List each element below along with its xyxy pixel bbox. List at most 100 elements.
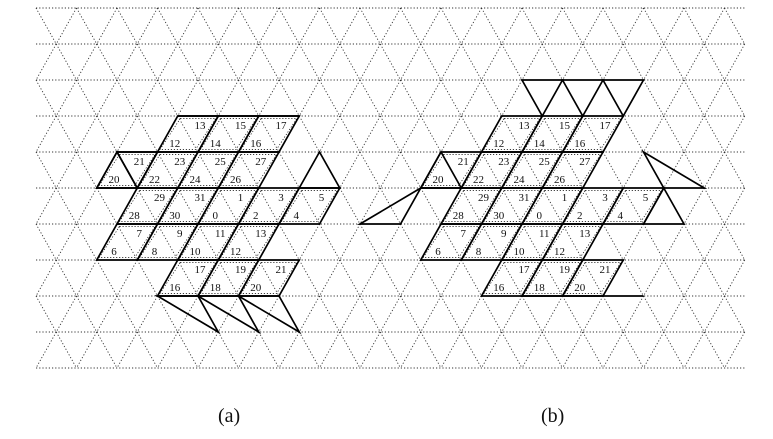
grid-diagonal-line <box>157 295 179 333</box>
grid-diagonal-line <box>379 79 401 117</box>
rhombus-cell: 10 <box>520 187 585 225</box>
grid-diagonal-line <box>35 223 57 261</box>
grid-diagonal-line <box>359 295 381 333</box>
cell-label-right: 27 <box>255 156 267 168</box>
cell-label-left: 12 <box>169 138 180 150</box>
rhombus-cell: 10 <box>196 187 261 225</box>
rhombus-inner-dotted <box>199 262 257 294</box>
grid-diagonal-line <box>683 43 705 81</box>
rhombus-inner-dotted <box>422 154 480 186</box>
grid-diagonal-line <box>379 151 401 189</box>
grid-diagonal-line <box>157 151 179 189</box>
cell-label-left: 10 <box>190 246 202 258</box>
grid-diagonal-line <box>602 151 624 189</box>
cell-label-right: 11 <box>215 228 226 240</box>
grid-diagonal-line <box>541 259 563 297</box>
grid-diagonal-line <box>238 43 260 81</box>
grid-diagonal-line <box>379 331 401 369</box>
grid-diagonal-line <box>197 7 219 45</box>
grid-diagonal-line <box>319 223 341 261</box>
grid-diagonal-line <box>136 295 158 333</box>
grid-diagonal-line <box>238 223 260 261</box>
rhombus-outline <box>277 187 342 225</box>
rhombus-inner-dotted <box>179 226 237 258</box>
rhombus-inner-dotted <box>98 226 156 258</box>
grid-diagonal-line <box>440 115 462 153</box>
grid-diagonal-line <box>339 331 361 369</box>
grid-diagonal-line <box>541 115 563 153</box>
grid-diagonal-line <box>197 43 219 81</box>
grid-diagonal-line <box>258 295 280 333</box>
cell-label-right: 1 <box>238 192 244 204</box>
grid-diagonal-line <box>501 259 523 297</box>
grid-diagonal-line <box>217 43 239 81</box>
grid-diagonal-line <box>55 223 77 261</box>
grid-diagonal-line <box>663 79 685 117</box>
grid-diagonal-line <box>663 7 685 45</box>
cell-label-left: 16 <box>574 138 586 150</box>
grid-diagonal-line <box>278 7 300 45</box>
rhombus-inner-dotted <box>564 118 622 150</box>
caption-b: (b) <box>541 405 565 427</box>
grid-diagonal-line <box>703 223 725 261</box>
rhombus-outline <box>237 187 301 225</box>
cell-label-left: 18 <box>534 282 546 294</box>
cell-label-left: 28 <box>453 210 465 222</box>
grid-diagonal-line <box>703 151 725 189</box>
grid-diagonal-line <box>157 223 179 261</box>
grid-diagonal-line <box>339 43 361 81</box>
grid-diagonal-line <box>359 331 381 369</box>
outline-triangle <box>601 79 645 118</box>
outline-triangle <box>194 295 262 335</box>
rhombus-inner-dotted <box>442 190 500 222</box>
cell-label-left: 10 <box>514 246 526 258</box>
grid-diagonal-line <box>136 43 158 81</box>
grid-diagonal-line <box>440 223 462 261</box>
grid-diagonal-line <box>278 223 300 261</box>
grid-diagonal-line <box>359 223 381 261</box>
cell-label-left: 12 <box>493 138 504 150</box>
grid-diagonal-line <box>643 331 665 369</box>
grid-diagonal-line <box>481 295 503 333</box>
cell-label-left: 4 <box>294 210 300 222</box>
cell-label-right: 9 <box>501 228 507 240</box>
cell-label-left: 20 <box>433 174 445 186</box>
grid-diagonal-line <box>420 115 442 153</box>
grid-diagonal-line <box>683 259 705 297</box>
grid-diagonal-line <box>76 7 98 45</box>
cell-label-right: 23 <box>498 156 510 168</box>
cell-label-right: 7 <box>461 228 467 240</box>
grid-diagonal-line <box>420 7 442 45</box>
rhombus-outline <box>561 115 625 153</box>
grid-diagonal-line <box>521 43 543 81</box>
grid-diagonal-line <box>177 187 199 225</box>
grid-diagonal-line <box>541 7 563 45</box>
rhombus-inner-dotted <box>98 154 156 186</box>
grid-diagonal-line <box>643 43 665 81</box>
grid-diagonal-line <box>379 115 401 153</box>
grid-diagonal-line <box>258 79 280 117</box>
grid-diagonal-line <box>35 115 57 153</box>
grid-diagonal-line <box>76 331 98 369</box>
grid-diagonal-line <box>521 331 543 369</box>
cell-label-left: 12 <box>230 246 241 258</box>
grid-diagonal-line <box>197 223 219 261</box>
grid-diagonal-line <box>35 7 57 45</box>
rhombus-outline <box>520 187 585 225</box>
grid-diagonal-line <box>481 43 503 81</box>
rhombus-inner-dotted <box>159 118 217 150</box>
cell-label-right: 23 <box>174 156 186 168</box>
grid-diagonal-line <box>663 43 685 81</box>
grid-diagonal-line <box>35 43 57 81</box>
rhombus-inner-dotted <box>179 154 237 186</box>
grid-diagonal-line <box>602 7 624 45</box>
grid-diagonal-line <box>238 151 260 189</box>
grid-diagonal-line <box>319 43 341 81</box>
cell-label-right: 13 <box>519 120 531 132</box>
rhombus-cell: 54 <box>601 187 666 225</box>
grid-diagonal-line <box>521 223 543 261</box>
grid-diagonal-line <box>643 223 665 261</box>
